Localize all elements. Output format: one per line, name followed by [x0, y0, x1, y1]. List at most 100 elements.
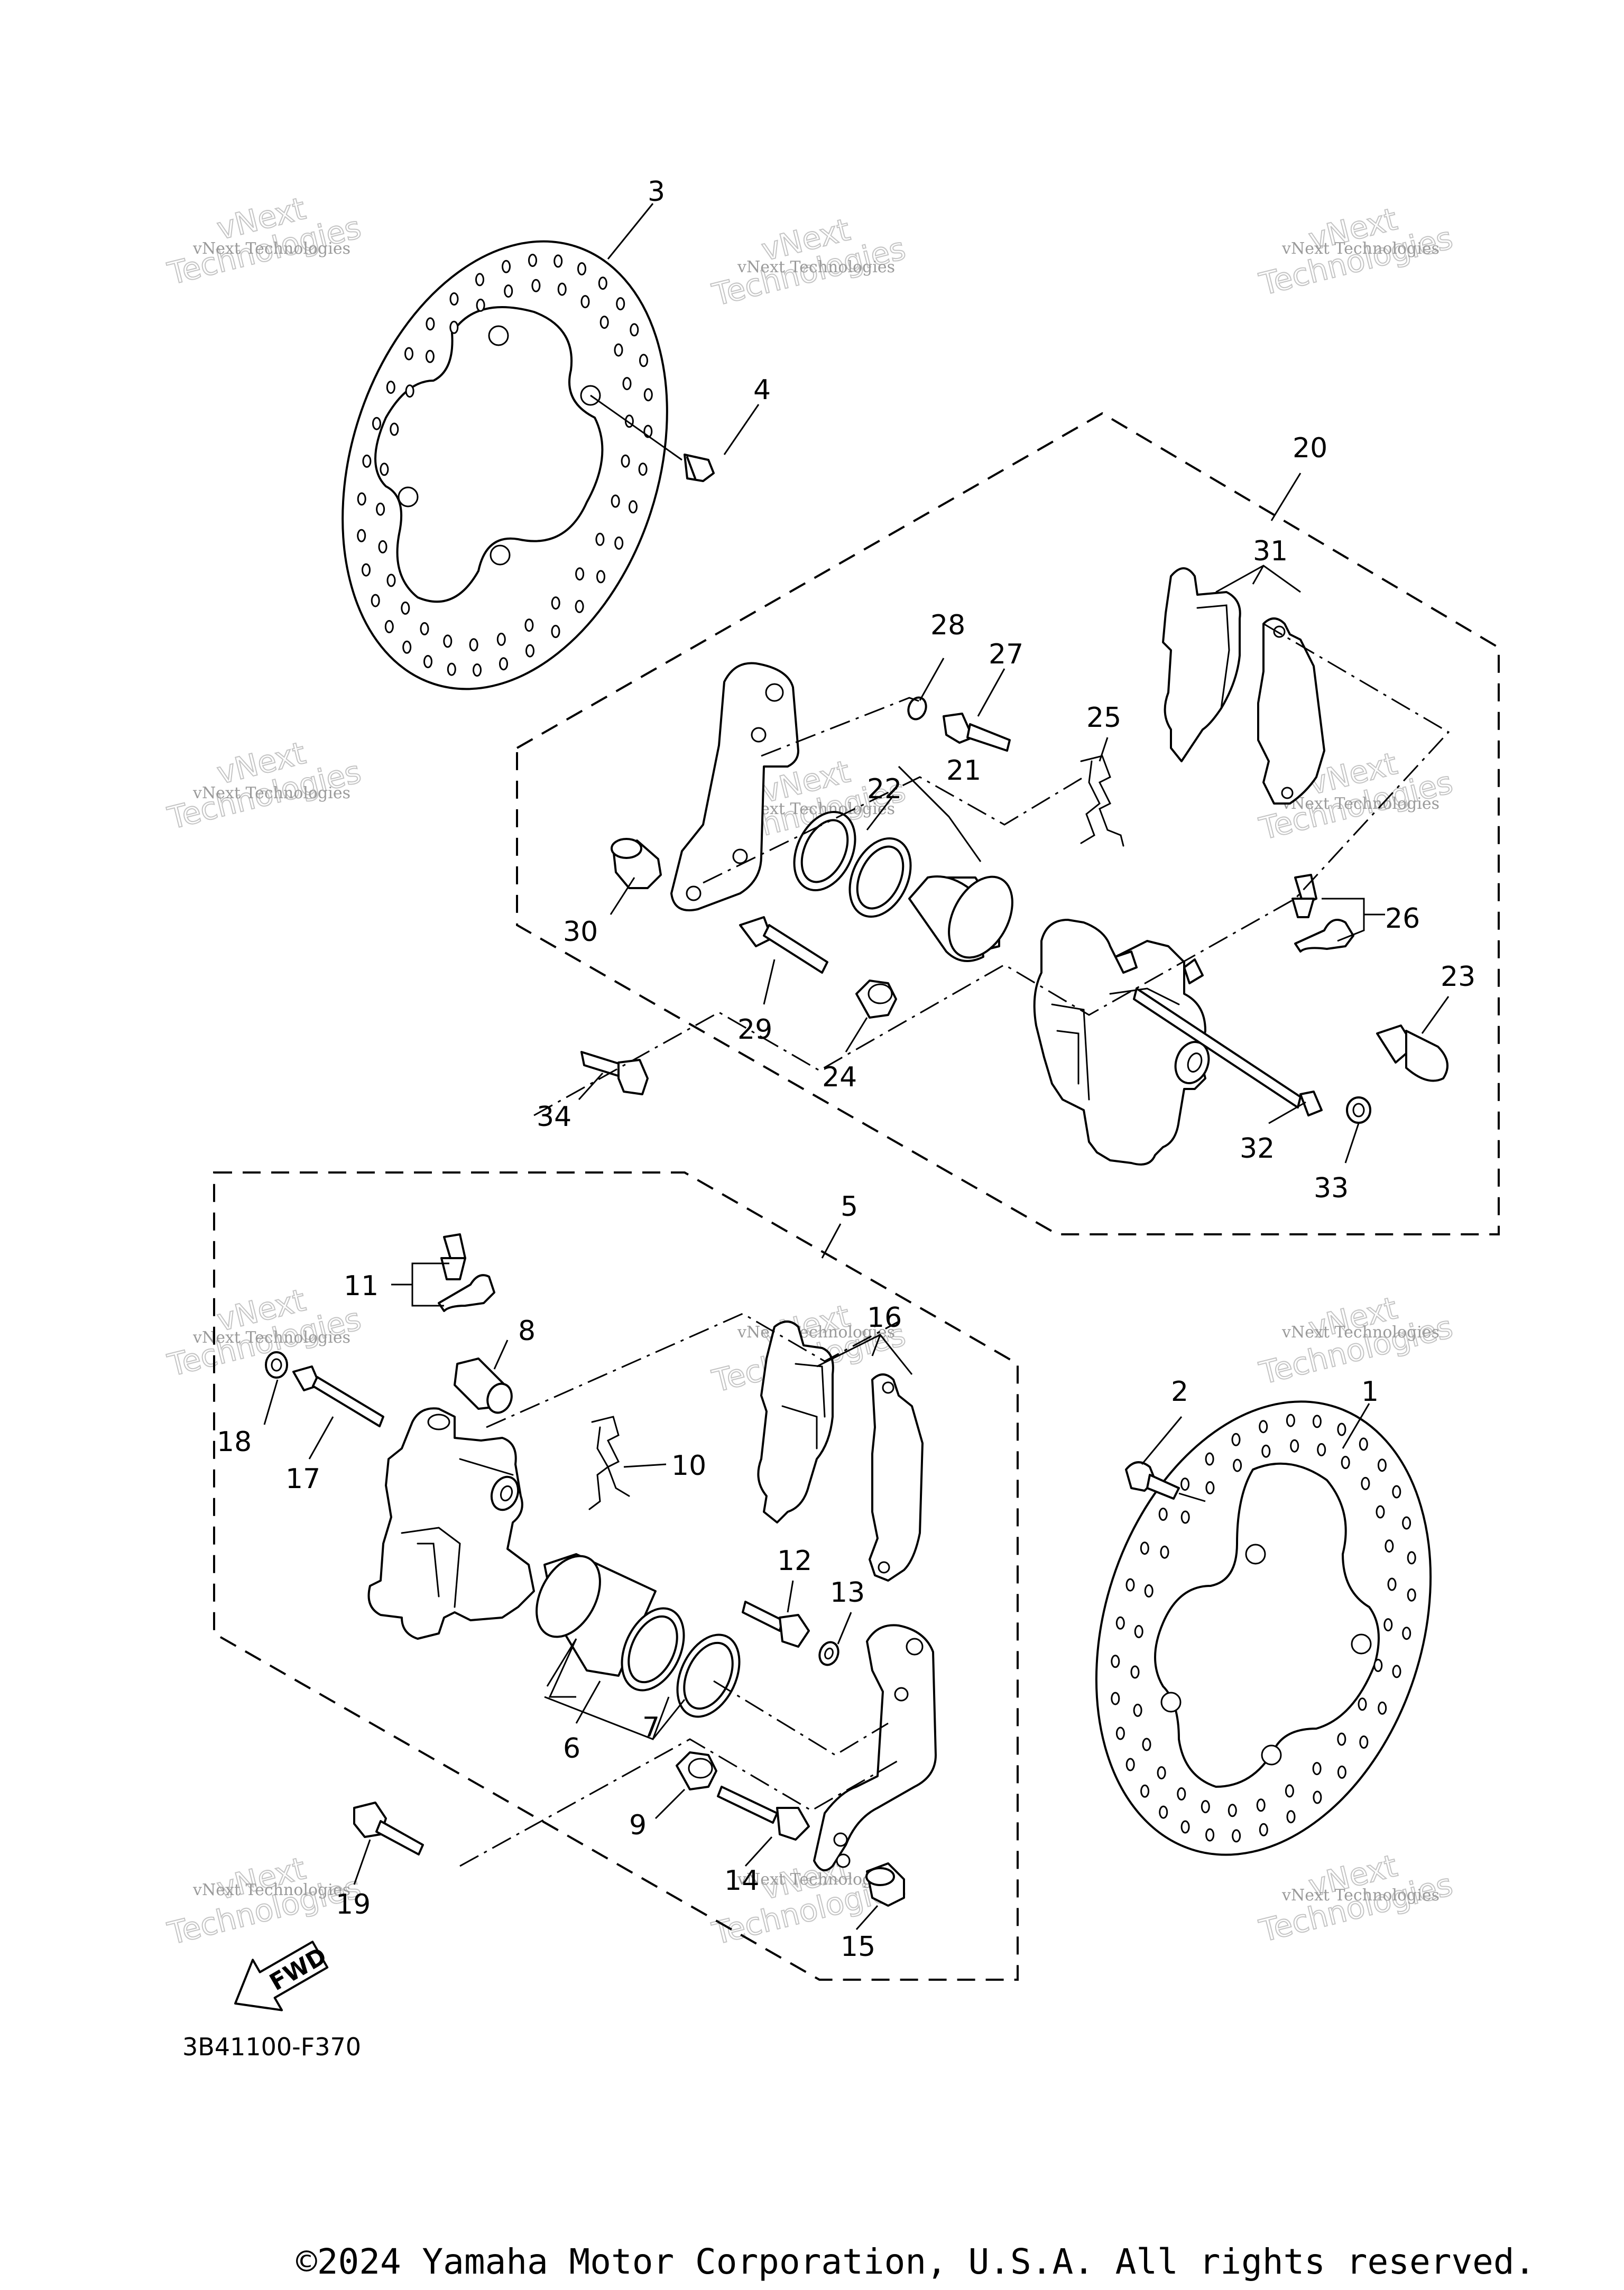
disc-vent-hole	[1115, 1726, 1125, 1740]
disc-vent-hole	[1233, 1458, 1242, 1472]
disc-vent-hole	[595, 532, 605, 546]
disc-vent-hole	[528, 254, 537, 267]
disc-vent-hole	[1402, 1627, 1411, 1640]
disc-vent-hole	[553, 254, 563, 268]
disc-vent-hole	[362, 454, 372, 468]
disc-vent-hole	[1385, 1539, 1394, 1553]
disc-vent-hole	[1115, 1616, 1125, 1630]
watermark: vNext Technologies	[192, 1328, 350, 1347]
disc-vent-hole	[404, 347, 413, 361]
disc-vent-hole	[638, 463, 648, 476]
disc-vent-hole	[1337, 1765, 1346, 1779]
disc-vent-hole	[1312, 1762, 1322, 1776]
disc-vent-hole	[1232, 1829, 1241, 1843]
disc-vent-hole	[599, 316, 609, 329]
disc-vent-hole	[380, 463, 389, 476]
disc-vent-hole	[496, 632, 506, 646]
seal-7	[621, 1607, 741, 1718]
callout-17: 17	[285, 1463, 320, 1495]
disc-vent-hole	[1140, 1541, 1149, 1555]
callout-15: 15	[841, 1931, 875, 1963]
disc-vent-hole	[598, 276, 607, 290]
disc-vent-hole	[1337, 1423, 1346, 1436]
callout-19: 19	[336, 1889, 371, 1920]
disc-vent-hole	[499, 657, 508, 671]
disc-vent-hole	[611, 494, 620, 508]
callout-9: 9	[629, 1809, 647, 1841]
callout-20: 20	[1293, 432, 1327, 464]
spring-33	[1346, 1096, 1371, 1124]
disc-vent-hole	[1180, 1510, 1190, 1524]
bolt-29	[739, 916, 828, 974]
callout-2: 2	[1171, 1376, 1188, 1408]
disc-vent-hole	[504, 284, 513, 298]
disc-vent-hole	[1392, 1665, 1401, 1678]
disc-vent-hole	[443, 634, 453, 648]
callout-3: 3	[648, 176, 665, 208]
disc-vent-hole	[1157, 1766, 1166, 1780]
disc-vent-hole	[1256, 1798, 1266, 1812]
watermark: vNext Technologies	[1281, 1886, 1440, 1905]
disc-vent-hole	[1134, 1624, 1143, 1638]
disc-vent-hole	[1285, 1784, 1294, 1798]
callout-34: 34	[537, 1101, 571, 1133]
disc-vent-hole	[384, 620, 394, 633]
callout-27: 27	[989, 639, 1023, 670]
washer-28	[907, 696, 927, 721]
washer-13	[818, 1641, 839, 1666]
bolt-14	[717, 1786, 810, 1841]
disc-vent-hole	[1133, 1703, 1142, 1717]
disc-vent-hole	[475, 273, 484, 287]
disc-vent-hole	[1407, 1588, 1416, 1602]
spring-18	[265, 1351, 288, 1379]
disc-vent-hole	[1378, 1701, 1387, 1715]
disc-vent-hole	[1142, 1738, 1151, 1751]
callout-16: 16	[867, 1302, 902, 1334]
collar-8	[454, 1358, 513, 1414]
disc-bolt-4	[590, 394, 715, 482]
disc-vent-hole	[551, 625, 560, 638]
disc-vent-hole	[1158, 1508, 1168, 1521]
disc-vent-hole	[1337, 1732, 1346, 1746]
callout-4: 4	[753, 374, 771, 406]
disc-vent-hole	[1205, 1452, 1214, 1466]
disc-vent-hole	[447, 662, 456, 676]
disc-vent-hole	[1341, 1456, 1350, 1469]
front-caliper-assembly-outline	[213, 1171, 1019, 1981]
disc-vent-hole	[405, 384, 414, 398]
bleed-screw-26	[1291, 874, 1354, 953]
disc-vent-hole	[1205, 1828, 1215, 1842]
disc-vent-hole	[1205, 1481, 1215, 1494]
disc-vent-hole	[1160, 1545, 1169, 1559]
sleeve-24	[855, 980, 897, 1019]
disc-vent-hole	[1383, 1618, 1393, 1632]
centerlines	[459, 623, 1450, 1867]
disc-vent-hole	[630, 323, 639, 337]
watermark: vNext Technologies	[1281, 239, 1440, 258]
disc-vent-hole	[1376, 1505, 1385, 1519]
callout-25: 25	[1086, 702, 1121, 734]
disc-vent-hole	[1159, 1805, 1168, 1819]
disc-vent-hole	[449, 292, 459, 306]
disc-vent-hole	[425, 349, 435, 363]
bolt-34	[580, 1051, 649, 1095]
disc-vent-hole	[629, 500, 638, 514]
caliper-bracket-lower	[813, 1624, 937, 1871]
disc-vent-hole	[1286, 1810, 1296, 1824]
disc-vent-hole	[531, 279, 541, 292]
callout-14: 14	[724, 1865, 759, 1897]
disc-vent-hole	[1392, 1485, 1401, 1499]
caliper-body-rear	[1033, 919, 1210, 1166]
disc-vent-hole	[580, 295, 590, 309]
disc-vent-hole	[386, 381, 395, 394]
callout-22: 22	[867, 773, 902, 805]
callout-21: 21	[946, 755, 981, 787]
pad-spring-10	[588, 1416, 630, 1510]
disc-vent-hole	[376, 502, 385, 516]
bolt-12	[742, 1601, 810, 1648]
watermark: vNext Technologies	[192, 239, 350, 258]
disc-vent-hole	[362, 563, 371, 577]
disc-vent-hole	[449, 320, 459, 334]
disc-vent-hole	[390, 422, 399, 436]
